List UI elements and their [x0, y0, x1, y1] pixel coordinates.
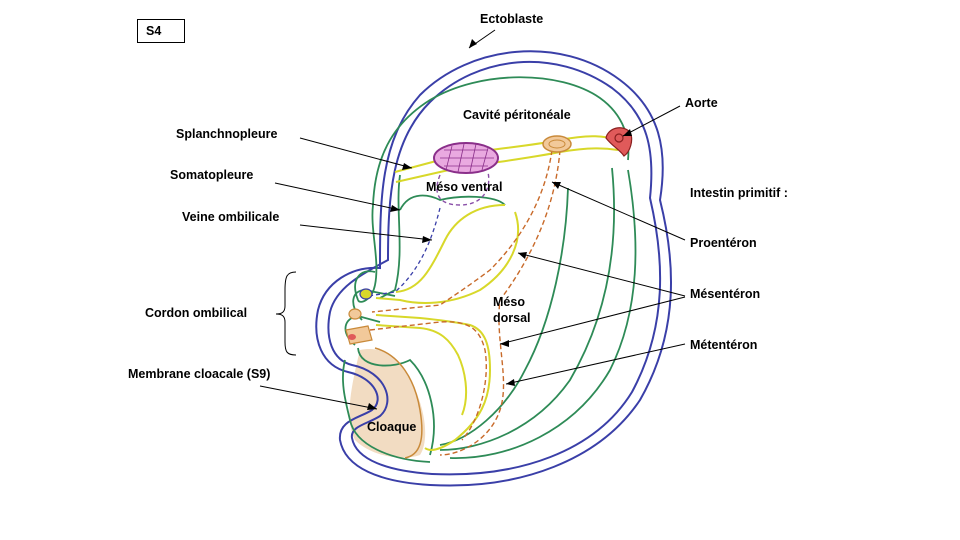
- umbilical-vein: [367, 207, 441, 297]
- label-metenteron: Métentéron: [690, 338, 758, 352]
- cord-vessels: [345, 288, 373, 345]
- label-meso-dorsal-1: Méso: [493, 295, 525, 309]
- label-meso-dorsal-2: dorsal: [493, 311, 531, 325]
- label-splanchnopleure: Splanchnopleure: [176, 127, 278, 141]
- mesentery-dashed: [369, 149, 561, 456]
- label-mesenteron: Mésentéron: [690, 287, 761, 301]
- proenteron-section: [542, 135, 572, 153]
- label-cordon-ombilical: Cordon ombilical: [145, 306, 248, 320]
- arrow-heads: [367, 39, 632, 410]
- cloaca-outline: [374, 347, 423, 459]
- label-cloaque: Cloaque: [367, 420, 417, 434]
- ectoblaste-outline: [315, 50, 672, 487]
- meso-ventral-outline: [436, 171, 490, 206]
- stage-tag: S4: [137, 19, 185, 43]
- label-proenteron: Proentéron: [690, 236, 757, 250]
- label-membrane-cloacale: Membrane cloacale (S9): [128, 367, 271, 381]
- pointer-lines: [259, 29, 686, 410]
- label-aorte: Aorte: [685, 96, 718, 110]
- label-cavite-peritoneale: Cavité péritonéale: [463, 108, 571, 122]
- label-ectoblaste: Ectoblaste: [480, 12, 544, 26]
- heart-oval: [433, 142, 499, 174]
- label-intestin-primitif: Intestin primitif :: [690, 186, 788, 200]
- label-veine-ombilicale: Veine ombilicale: [182, 210, 280, 224]
- label-meso-ventral: Méso ventral: [426, 180, 503, 194]
- label-somatopleure: Somatopleure: [170, 168, 254, 182]
